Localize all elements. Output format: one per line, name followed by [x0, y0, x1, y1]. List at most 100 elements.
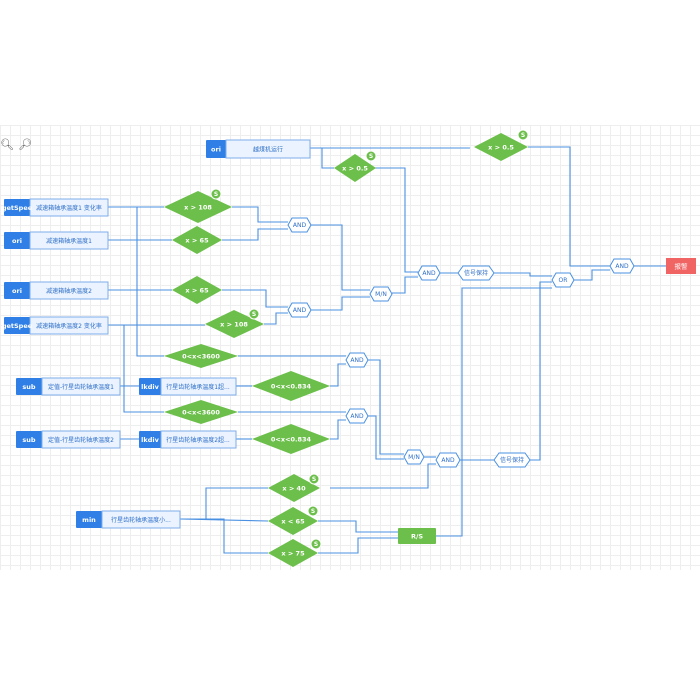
source-node[interactable]: lkdiv 行星齿轮轴承温度2超...: [139, 430, 237, 449]
gate-label: AND: [422, 270, 436, 277]
condition-node[interactable]: x > 0.5 S: [474, 129, 529, 161]
source-node[interactable]: ori 越煤机运行: [206, 139, 311, 159]
condition-node[interactable]: x > 0.5 S: [334, 150, 377, 182]
source-label: 行星齿轮轴承温度小...: [111, 516, 171, 524]
wire: [311, 224, 370, 291]
source-tag: sub: [22, 436, 35, 444]
condition-text: x > 75: [281, 550, 305, 558]
wire: [232, 206, 288, 223]
zoom-out-icon[interactable]: 🔍︎: [0, 138, 14, 151]
source-node[interactable]: sub 定值-行星齿轮轴承温度1: [16, 377, 121, 396]
condition-text: 0<x<3600: [182, 409, 220, 417]
source-node[interactable]: sub 定值-行星齿轮轴承温度2: [16, 430, 121, 449]
status-badge: S: [521, 132, 525, 139]
source-node[interactable]: lkdiv 行星齿轮轴承温度1超...: [139, 377, 237, 396]
gate-label: M/N: [375, 291, 387, 298]
alarm-label: 报警: [675, 262, 689, 271]
status-badge: S: [369, 153, 373, 160]
condition-node[interactable]: x > 108 S: [164, 188, 232, 223]
condition-node[interactable]: x > 40 S: [268, 473, 320, 502]
source-tag: ori: [211, 146, 221, 154]
gate-label: AND: [441, 457, 455, 464]
source-tag: lkdiv: [141, 383, 159, 391]
wire: [318, 537, 398, 554]
source-node[interactable]: ori 减速箱轴承温度1: [4, 231, 109, 250]
condition-node[interactable]: x > 108 S: [205, 308, 264, 338]
condition-text: x > 65: [185, 287, 209, 295]
gate-label: AND: [615, 263, 629, 270]
hold-label: 信号保持: [500, 456, 524, 464]
source-tag: getSpee: [2, 322, 33, 330]
alarm-output-node[interactable]: 报警: [666, 258, 696, 274]
gate-label: OR: [559, 277, 568, 284]
status-badge: S: [214, 191, 218, 198]
wire: [528, 146, 610, 267]
condition-node[interactable]: x < 65 S: [268, 505, 319, 535]
source-label: 减速箱轴承温度2 变化率: [36, 322, 102, 330]
source-label: 减速箱轴承温度1: [46, 237, 92, 245]
logic-gate[interactable]: AND: [287, 217, 312, 233]
zoom-in-icon[interactable]: 🔎︎: [18, 138, 32, 151]
gate-label: M/N: [408, 454, 420, 461]
hold-label: 信号保持: [464, 269, 488, 277]
condition-node[interactable]: 0<x<0.834: [252, 424, 330, 454]
condition-text: x > 0.5: [488, 144, 514, 152]
condition-node[interactable]: x > 65: [172, 276, 222, 304]
gate-label: AND: [350, 357, 364, 364]
source-tag: lkdiv: [141, 436, 159, 444]
condition-text: x > 108: [220, 321, 248, 329]
condition-node[interactable]: x > 65: [172, 226, 222, 254]
source-tag: sub: [22, 383, 35, 391]
source-node[interactable]: getSpee 减速箱轴承温度1 变化率: [2, 198, 109, 217]
rs-label: R/S: [411, 533, 423, 541]
rs-flipflop-node[interactable]: R/S: [398, 528, 436, 544]
condition-node[interactable]: 0<x<0.834: [252, 371, 330, 401]
source-tag: ori: [12, 237, 22, 245]
condition-text: x > 65: [185, 237, 209, 245]
wire: [330, 419, 346, 440]
condition-text: x > 40: [282, 485, 306, 493]
condition-node[interactable]: 0<x<3600: [164, 344, 238, 368]
wire: [108, 324, 164, 413]
condition-node[interactable]: x > 75 S: [268, 538, 322, 567]
diagram-canvas[interactable]: [0, 125, 700, 570]
condition-node[interactable]: 0<x<3600: [164, 400, 238, 424]
logic-gate[interactable]: AND: [345, 352, 369, 368]
logic-gate[interactable]: AND: [435, 452, 461, 468]
connection-wires: [108, 146, 666, 554]
logic-gate[interactable]: AND: [417, 265, 441, 281]
source-node[interactable]: ori 减速箱轴承温度2: [4, 281, 109, 300]
wire: [436, 287, 552, 537]
wire: [375, 167, 418, 273]
wire: [180, 487, 268, 520]
logic-gate[interactable]: AND: [287, 302, 312, 318]
wire: [310, 147, 334, 169]
logic-gate[interactable]: M/N: [403, 449, 425, 465]
source-tag: getSpee: [2, 204, 33, 212]
wire: [318, 520, 398, 533]
logic-gate[interactable]: M/N: [369, 286, 393, 302]
condition-text: x > 108: [184, 204, 212, 212]
source-node[interactable]: getSpee 减速箱轴承温度2 变化率: [2, 316, 109, 335]
logic-gate[interactable]: AND: [609, 258, 635, 274]
source-node[interactable]: min 行星齿轮轴承温度小...: [76, 510, 181, 529]
wire: [574, 269, 610, 281]
source-label: 行星齿轮轴承温度2超...: [166, 436, 230, 444]
source-label: 定值-行星齿轮轴承温度2: [48, 436, 114, 444]
status-badge: S: [252, 311, 256, 318]
signal-hold-node[interactable]: 信号保持: [493, 452, 531, 468]
wire: [392, 276, 418, 294]
condition-text: x > 0.5: [342, 165, 368, 173]
status-badge: S: [314, 541, 318, 548]
wire: [222, 228, 288, 241]
gate-label: AND: [293, 307, 307, 314]
logic-gate[interactable]: AND: [345, 408, 369, 424]
source-tag: ori: [12, 287, 22, 295]
wire: [264, 312, 288, 325]
gate-label: AND: [350, 413, 364, 420]
source-label: 定值-行星齿轮轴承温度1: [48, 383, 114, 391]
source-tag: min: [82, 516, 96, 524]
condition-text: 0<x<0.834: [271, 436, 312, 444]
logic-gate[interactable]: OR: [551, 272, 575, 288]
signal-hold-node[interactable]: 信号保持: [457, 265, 495, 281]
